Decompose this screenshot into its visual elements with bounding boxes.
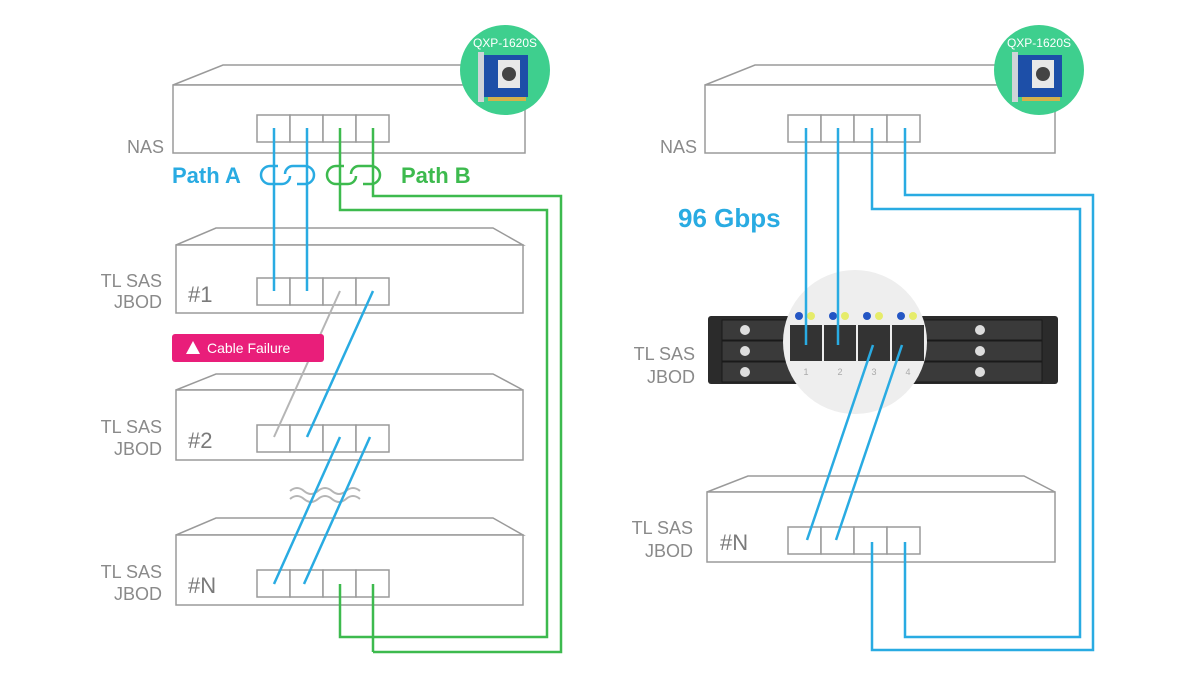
jbod-photo: 1 2 3 4: [708, 270, 1058, 414]
break-wave-icon: [289, 487, 361, 503]
left-cables-path-b: [338, 128, 563, 654]
path-a-label: Path A: [172, 163, 241, 188]
jbod-2-label-line1: TL SAS: [101, 417, 162, 437]
right-jbod-n-number: #N: [720, 530, 748, 555]
svg-text:1: 1: [803, 367, 808, 377]
path-b-link-icon: [325, 164, 382, 186]
jbod-1-label-line2: JBOD: [114, 292, 162, 312]
jbod-1-label-line1: TL SAS: [101, 271, 162, 291]
warning-icon: [186, 341, 200, 354]
jbod-n-number: #N: [188, 573, 216, 598]
jbod-n-label-line1: TL SAS: [101, 562, 162, 582]
right-jbod-n-label-line1: TL SAS: [632, 518, 693, 538]
jbod-1-number: #1: [188, 282, 212, 307]
photo-jbod-label-line2: JBOD: [647, 367, 695, 387]
right-qxp-card-image: QXP-1620S: [994, 25, 1084, 115]
left-nas-label: NAS: [127, 137, 164, 157]
left-cables-path-a: [272, 128, 375, 585]
left-diagram: NAS QXP-1620S Path A Path B: [101, 25, 563, 654]
right-diagram: NAS QXP-1620S 96 Gbps: [632, 25, 1095, 652]
svg-text:2: 2: [837, 367, 842, 377]
left-nas-box: [172, 64, 526, 154]
left-card-label: QXP-1620S: [473, 36, 537, 50]
path-a-link-icon: [259, 164, 316, 186]
left-qxp-card-image: QXP-1620S: [460, 25, 550, 115]
svg-text:4: 4: [905, 367, 910, 377]
cable-failure-badge: Cable Failure: [172, 334, 324, 362]
bandwidth-label: 96 Gbps: [678, 203, 781, 233]
left-jbod-1: #1: [175, 227, 526, 314]
svg-text:3: 3: [871, 367, 876, 377]
right-jbod-n: #N: [706, 475, 1056, 563]
right-jbod-n-label-line2: JBOD: [645, 541, 693, 561]
photo-jbod-label-line1: TL SAS: [634, 344, 695, 364]
failure-badge-text: Cable Failure: [207, 340, 290, 356]
right-nas-label: NAS: [660, 137, 697, 157]
failed-cable: [273, 290, 341, 438]
jbod-2-number: #2: [188, 428, 212, 453]
jbod-2-label-line2: JBOD: [114, 439, 162, 459]
right-cables: [804, 128, 1095, 652]
left-jbod-n: #N: [175, 517, 526, 606]
right-card-label: QXP-1620S: [1007, 36, 1071, 50]
left-jbod-2: #2: [175, 373, 524, 461]
path-b-label: Path B: [401, 163, 471, 188]
jbod-n-label-line2: JBOD: [114, 584, 162, 604]
right-nas-box: [704, 64, 1056, 154]
left-nas-ports: [256, 114, 390, 143]
